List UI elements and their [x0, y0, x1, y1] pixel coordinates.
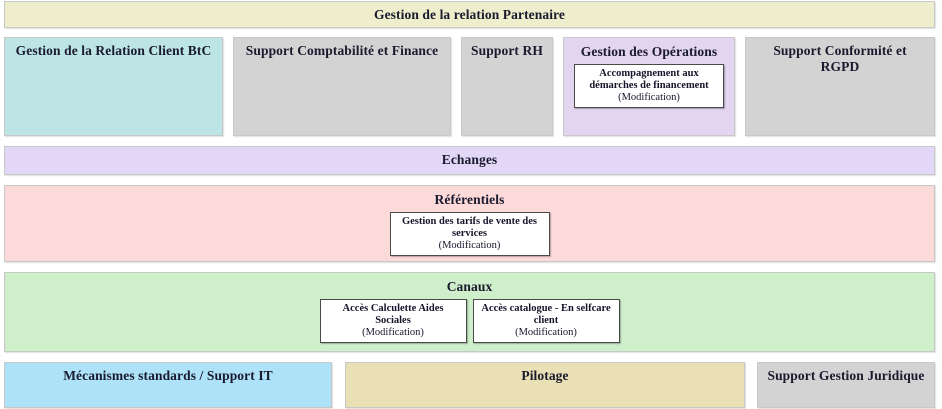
capability-block-title: Support RH [471, 43, 543, 58]
service-card-list: Accès Calculette Aides Sociales(Modifica… [5, 298, 934, 344]
capability-block[interactable]: Gestion de la relation Partenaire [4, 1, 935, 28]
service-card[interactable]: Accès Calculette Aides Sociales(Modifica… [319, 298, 467, 344]
capability-block-title: Support Comptabilité et Finance [245, 43, 439, 58]
service-card-state: (Modification) [438, 239, 501, 251]
capability-block[interactable]: Support Comptabilité et Finance [233, 37, 451, 136]
service-card-list: Accompagnement aux démarches de financem… [564, 63, 734, 109]
service-card-name: Accès Calculette Aides Sociales [342, 302, 444, 326]
capability-block-title: Gestion de la relation Partenaire [373, 7, 566, 22]
service-card-state: (Modification) [362, 326, 424, 338]
service-card-name: Gestion des tarifs de vente des services [401, 215, 538, 239]
capability-block-title: Référentiels [434, 192, 505, 207]
capability-block-title: Gestion des Opérations [580, 44, 718, 59]
capability-block[interactable]: Support RH [461, 37, 553, 136]
capability-block-title: Gestion de la Relation Client BtC [15, 43, 212, 58]
service-card[interactable]: Accompagnement aux démarches de financem… [574, 63, 724, 109]
service-card-name: Accès catalogue - En selfcare client [481, 302, 611, 326]
capability-block-title: Pilotage [521, 368, 569, 383]
capability-block[interactable]: Pilotage [345, 362, 745, 408]
service-card-list: Gestion des tarifs de vente des services… [5, 211, 934, 257]
capability-block[interactable]: Echanges [4, 146, 935, 175]
capability-block-title: Support Gestion Juridique [767, 368, 925, 383]
service-card-name: Accompagnement aux démarches de financem… [589, 67, 709, 91]
capability-block[interactable]: Gestion de la Relation Client BtC [4, 37, 223, 136]
service-card[interactable]: Accès catalogue - En selfcare client(Mod… [472, 298, 620, 344]
service-card[interactable]: Gestion des tarifs de vente des services… [389, 211, 550, 257]
capability-block-title: Mécanismes standards / Support IT [63, 368, 273, 383]
capability-block-title: Canaux [446, 279, 493, 294]
capability-block[interactable]: Support Conformité et RGPD [745, 37, 935, 136]
capability-block[interactable]: Mécanismes standards / Support IT [4, 362, 332, 408]
capability-block-title: Echanges [441, 152, 498, 167]
service-card-state: (Modification) [515, 326, 577, 338]
capability-block-title: Support Conformité et RGPD [773, 43, 907, 74]
capability-block[interactable]: Support Gestion Juridique [757, 362, 935, 408]
service-card-state: (Modification) [618, 91, 680, 103]
